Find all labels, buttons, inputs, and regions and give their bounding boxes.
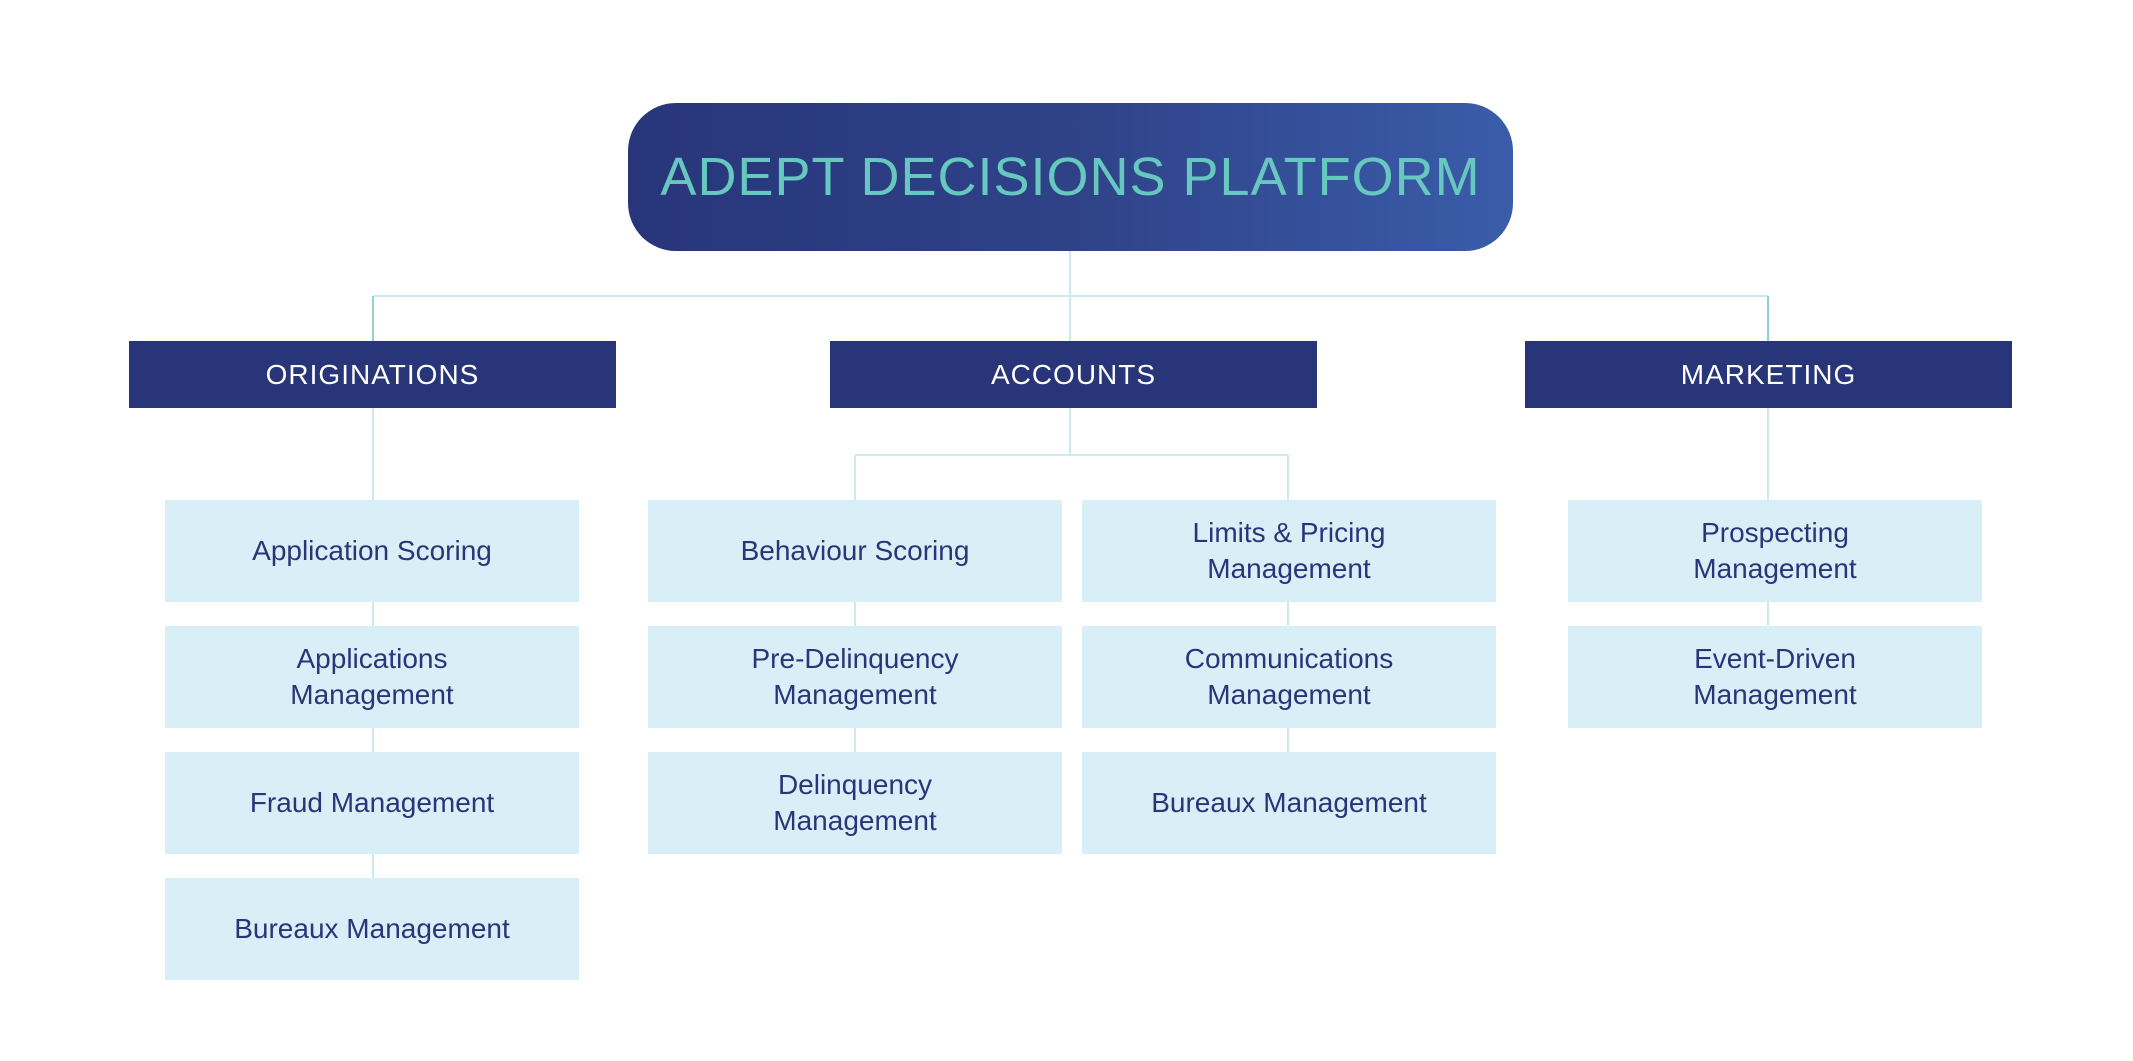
node-label: Applications Management [290, 643, 454, 710]
header-originations-label: ORIGINATIONS [265, 358, 480, 390]
node-label: Delinquency Management [773, 769, 937, 836]
node-label: Prospecting Management [1693, 517, 1857, 584]
node-label: Communications Management [1184, 643, 1394, 710]
node-label: Bureaux Management [234, 913, 510, 944]
node-label: Pre-Delinquency Management [751, 643, 959, 710]
header-originations: ORIGINATIONS [129, 341, 616, 408]
node-label: Application Scoring [252, 535, 492, 566]
node-limits-pricing-management: Limits & Pricing Management [1082, 500, 1496, 602]
node-prospecting-management: Prospecting Management [1568, 500, 1982, 602]
node-applications-management: Applications Management [165, 626, 579, 728]
platform-title: ADEPT DECISIONS PLATFORM [660, 147, 1481, 207]
node-communications-management: Communications Management [1082, 626, 1496, 728]
header-accounts-label: ACCOUNTS [990, 358, 1157, 390]
node-label: Behaviour Scoring [740, 535, 970, 566]
node-label: Event-Driven Management [1693, 643, 1857, 710]
platform-title-banner: ADEPT DECISIONS PLATFORM [628, 103, 1513, 251]
header-marketing: MARKETING [1525, 341, 2012, 408]
header-marketing-label: MARKETING [1680, 358, 1857, 390]
node-event-driven-management: Event-Driven Management [1568, 626, 1982, 728]
header-accounts: ACCOUNTS [830, 341, 1317, 408]
node-accounts-bureaux-management: Bureaux Management [1082, 752, 1496, 854]
node-delinquency-management: Delinquency Management [648, 752, 1062, 854]
node-label: Fraud Management [249, 787, 495, 818]
node-label: Bureaux Management [1151, 787, 1427, 818]
node-behaviour-scoring: Behaviour Scoring [648, 500, 1062, 602]
node-application-scoring: Application Scoring [165, 500, 579, 602]
node-originations-bureaux-management: Bureaux Management [165, 878, 579, 980]
node-label: Limits & Pricing Management [1192, 517, 1386, 584]
node-fraud-management: Fraud Management [165, 752, 579, 854]
node-pre-delinquency-management: Pre-Delinquency Management [648, 626, 1062, 728]
